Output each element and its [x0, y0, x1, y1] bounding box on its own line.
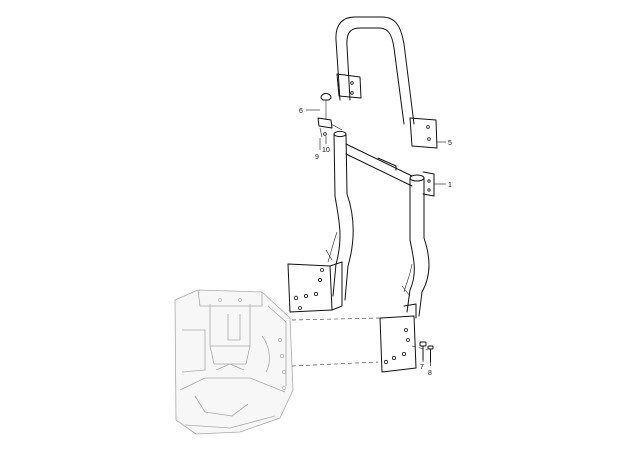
label-8: 8: [428, 370, 432, 377]
label-5: 5: [448, 140, 452, 147]
label-1: 1: [448, 182, 452, 189]
mounting-lines: [291, 317, 429, 367]
bolt-assembly-parts-7-8: [419, 341, 434, 363]
pin-assembly-parts-6-9-10: [317, 93, 343, 138]
label-10: 10: [322, 147, 330, 154]
machine-chassis: [174, 289, 294, 435]
callouts: 1 5 6 7 8 9 10: [299, 108, 452, 377]
main-frame-part-1: [287, 130, 435, 373]
upper-hoop-part-5: [335, 16, 438, 149]
label-6: 6: [299, 108, 303, 115]
label-9: 9: [315, 154, 319, 161]
label-7: 7: [420, 364, 424, 371]
